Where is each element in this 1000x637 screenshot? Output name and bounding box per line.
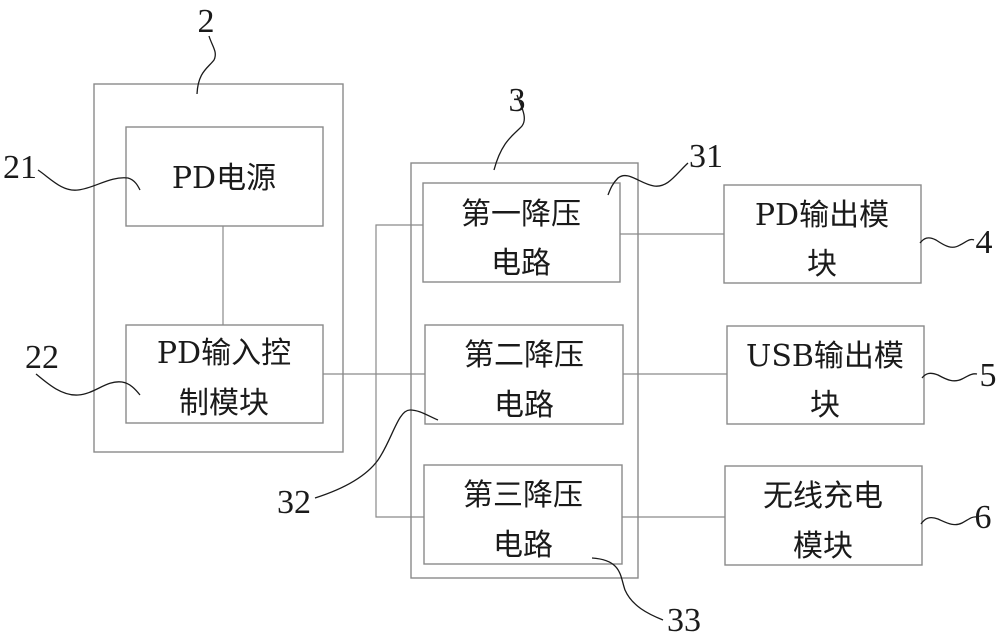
block-5-label-line2: 块 — [810, 388, 840, 423]
ref-number-3: 3 — [509, 82, 526, 119]
block-22-label-line1: PD输入控 — [157, 336, 291, 371]
group-box-3 — [410, 162, 639, 579]
block-32-label-line1: 第二降压 — [464, 338, 584, 373]
ref-number-6: 6 — [975, 499, 992, 536]
block-31-label-line2: 电路 — [491, 246, 551, 281]
block-usb-output-module: USB输出模 块 — [726, 325, 925, 425]
ref-number-32: 32 — [277, 484, 311, 521]
leader-5 — [921, 372, 978, 382]
leader-3 — [493, 94, 525, 171]
ref-number-21: 21 — [3, 149, 37, 186]
ref-number-2: 2 — [198, 3, 215, 40]
leader-4 — [919, 237, 975, 248]
block-wireless-charging-module: 无线充电 模块 — [724, 465, 923, 566]
ref-number-5: 5 — [980, 357, 997, 394]
block-32-label-line2: 电路 — [494, 388, 554, 423]
ref-number-33: 33 — [667, 602, 701, 637]
leader-32 — [314, 409, 439, 499]
leader-33 — [591, 557, 664, 621]
leader-6 — [920, 516, 978, 526]
block-6-label-line1: 无线充电 — [763, 479, 883, 514]
block-pd-input-control-module: PD输入控 制模块 — [125, 324, 324, 424]
ref-number-31: 31 — [689, 138, 723, 175]
leader-21 — [37, 169, 141, 191]
group-box-2 — [93, 83, 344, 453]
leader-31 — [607, 162, 689, 196]
block-second-buck-circuit: 第二降压 电路 — [424, 324, 624, 425]
leader-2 — [196, 35, 216, 95]
block-pd-output-module: PD输出模 块 — [723, 184, 922, 284]
block-third-buck-circuit: 第三降压 电路 — [423, 464, 623, 565]
block-31-label-line1: 第一降压 — [461, 197, 581, 232]
block-first-buck-circuit: 第一降压 电路 — [422, 182, 621, 283]
block-21-label: PD电源 — [172, 161, 276, 196]
block-5-label-line1: USB输出模 — [746, 339, 904, 374]
block-33-label-line1: 第三降压 — [463, 478, 583, 513]
block-6-label-line2: 模块 — [793, 529, 853, 564]
block-4-label-line1: PD输出模 — [755, 198, 889, 233]
ref-number-22: 22 — [25, 339, 59, 376]
ref-number-4: 4 — [976, 224, 993, 261]
block-33-label-line2: 电路 — [493, 528, 553, 563]
wire-bus-31-33 — [375, 224, 424, 518]
block-4-label-line2: 块 — [807, 247, 837, 282]
block-22-label-line2: 制模块 — [179, 386, 269, 421]
block-pd-power-supply: PD电源 — [125, 126, 324, 227]
leader-22 — [35, 373, 141, 396]
